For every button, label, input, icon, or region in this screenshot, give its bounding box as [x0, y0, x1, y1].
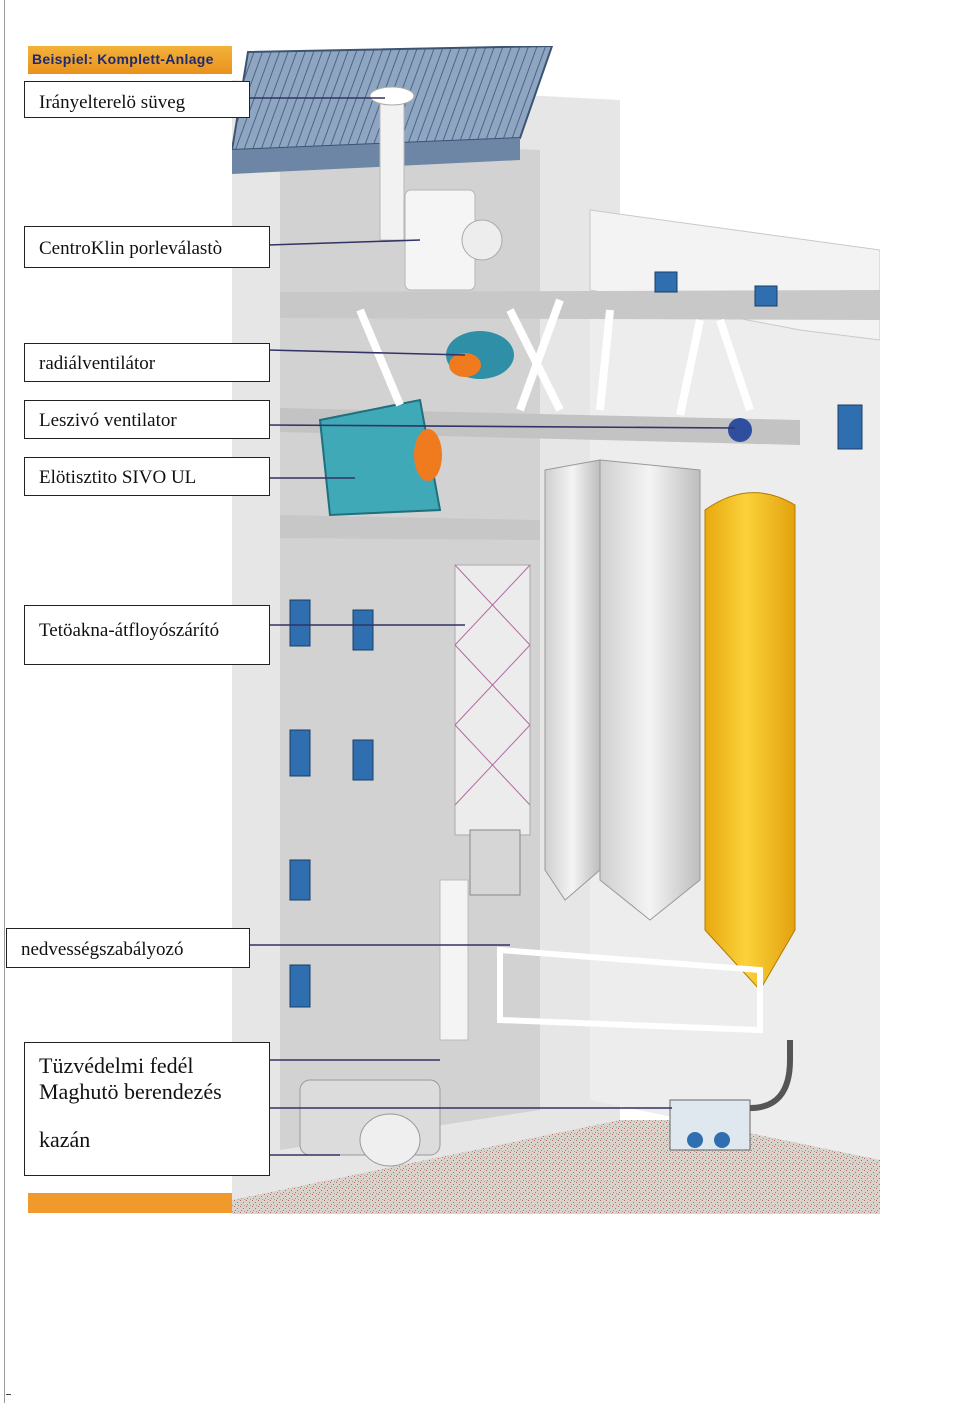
- chimney: [379, 99, 405, 241]
- plant-illustration: [232, 46, 880, 1214]
- dryer-lattice: [454, 564, 531, 806]
- label-elotisztito: Elötisztito SIVO UL: [24, 457, 270, 496]
- label-iranyterelo-suveg: Irányelterelö süveg: [24, 81, 250, 118]
- footer-banner: [28, 1193, 232, 1213]
- label-kazan: kazán: [39, 1127, 91, 1152]
- dryer-louvres: [469, 829, 521, 896]
- windows: [289, 271, 863, 1008]
- suction-fan: [728, 418, 752, 442]
- radial-fan-motor: [449, 353, 481, 377]
- dryer-tower: [454, 564, 531, 836]
- lower-duct: [439, 879, 469, 1041]
- header-banner: Beispiel: Komplett-Anlage: [28, 46, 232, 74]
- label-tetoakna: Tetöakna-átfloyószárító: [24, 605, 270, 665]
- label-nedvesseg: nedvességszabályozó: [6, 928, 250, 968]
- grain-bin-2: [599, 459, 701, 921]
- roof-trusses: [356, 298, 754, 416]
- floor-slab-3: [280, 515, 540, 540]
- grain-cooler: [669, 1099, 751, 1151]
- label-leszivo-ventilator: Leszivó ventilator: [24, 400, 270, 439]
- cyclone-drum: [461, 219, 503, 261]
- cooler-fan-2: [714, 1132, 730, 1148]
- cooler-hose: [749, 1040, 793, 1111]
- label-group-bottom: Tüzvédelmi fedél Maghutö berendezés kazá…: [24, 1042, 270, 1176]
- corner-mark: [6, 1394, 11, 1395]
- deflector-cap: [369, 86, 415, 106]
- label-centroklin: CentroKlin porleválastò: [24, 226, 270, 268]
- label-tuzvedelmi: Tüzvédelmi fedél: [39, 1053, 194, 1078]
- roof-edge: [232, 138, 520, 174]
- yellow-silo: [704, 492, 796, 991]
- building-front-wall: [280, 140, 540, 1150]
- cooler-fan-1: [687, 1132, 703, 1148]
- page-edge-line: [4, 0, 5, 1403]
- lower-trusses: [497, 946, 763, 1034]
- grain-bin-1: [544, 459, 601, 901]
- floor-slab-1: [280, 290, 880, 320]
- furnace-burner: [359, 1113, 421, 1167]
- precleaner-orange-cap: [414, 429, 442, 481]
- label-maghuto: Maghutö berendezés: [39, 1079, 222, 1104]
- label-radialventilator: radiálventilátor: [24, 343, 270, 382]
- header-title: Beispiel: Komplett-Anlage: [32, 51, 214, 67]
